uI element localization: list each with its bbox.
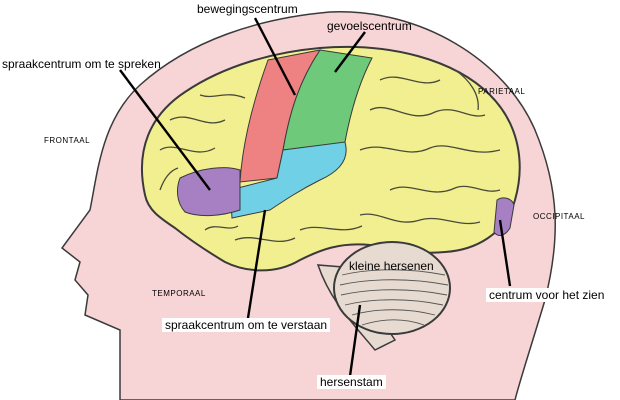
cerebellum-shape: [333, 241, 451, 335]
label-spraakcentrum-spreken: spraakcentrum om te spreken: [2, 57, 161, 71]
label-centrum-voor-het-zien: centrum voor het zien: [486, 288, 608, 302]
label-spraakcentrum-verstaan: spraakcentrum om te verstaan: [162, 318, 331, 332]
label-parietaal: PARIETAAL: [478, 87, 526, 96]
label-hersenstam: hersenstam: [317, 375, 386, 389]
label-temporaal: TEMPORAAL: [152, 289, 206, 298]
label-occipitaal: OCCIPITAAL: [533, 212, 585, 221]
leader-lines: [119, 17, 512, 377]
speaking-speech-region: [176, 167, 241, 217]
brain-folds: [159, 69, 501, 243]
label-kleine-hersenen: kleine hersenen: [349, 259, 434, 273]
label-bewegingscentrum: bewegingscentrum: [197, 2, 298, 16]
visual-center-region: [493, 197, 515, 236]
label-gevoelscentrum: gevoelscentrum: [327, 19, 412, 33]
auditory-speech-region: [229, 141, 347, 219]
label-frontaal: FRONTAAL: [44, 136, 91, 145]
